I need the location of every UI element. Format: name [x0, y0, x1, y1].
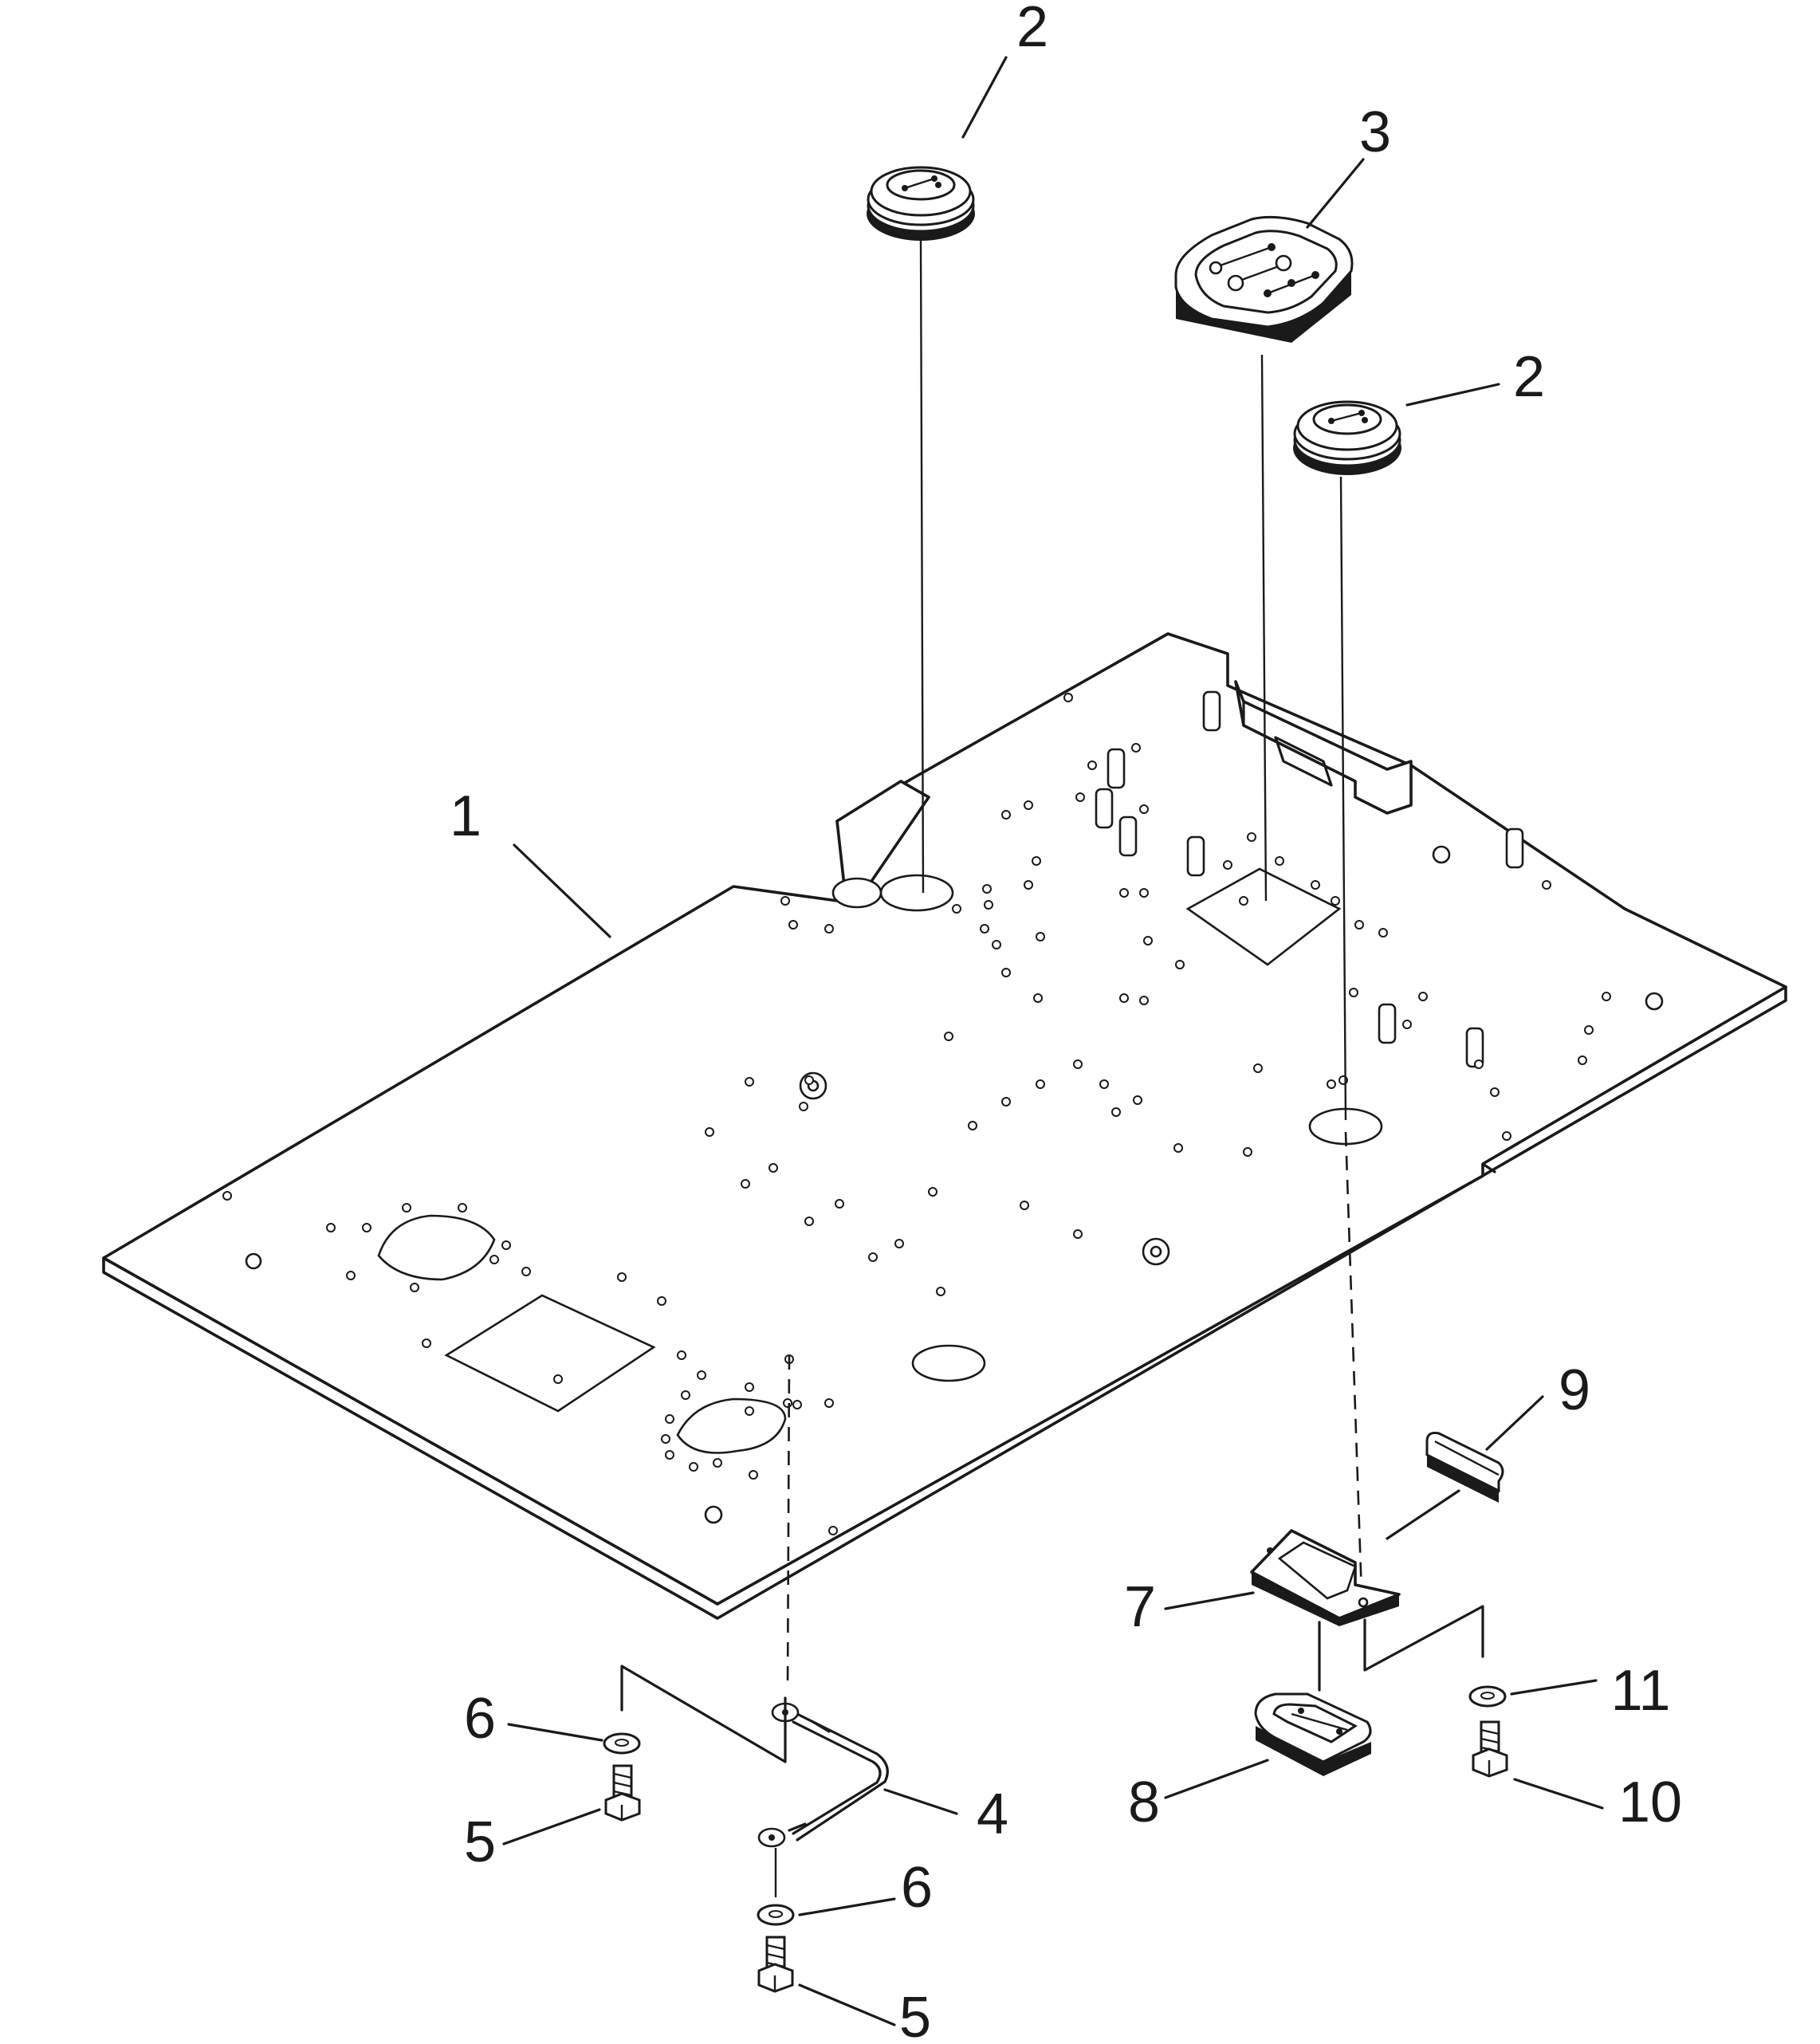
label-part-2-right: 2 [1513, 345, 1545, 409]
label-part-2-left: 2 [1016, 0, 1048, 59]
cover-plate-7 [1250, 1529, 1401, 1626]
label-part-5-lower: 5 [899, 1986, 931, 2044]
grommet-3 [1174, 215, 1354, 343]
label-part-10: 10 [1618, 1771, 1682, 1834]
leader-9-link [1386, 1489, 1460, 1540]
washer-6-upper [603, 1732, 641, 1755]
alignment-line-4 [786, 1354, 791, 1691]
ground-strap [757, 1702, 889, 1848]
plate-studs [1095, 690, 1524, 1068]
part-labels: 1 2 3 2 9 7 11 6 8 10 4 5 6 5 [450, 0, 1682, 2044]
label-part-9: 9 [1559, 1358, 1590, 1422]
washer-11 [1468, 1685, 1507, 1708]
label-part-3: 3 [1359, 100, 1391, 164]
grommet-2-right [1293, 400, 1401, 475]
label-part-7: 7 [1124, 1575, 1156, 1639]
bolt-10 [1472, 1720, 1508, 1778]
label-part-6-upper: 6 [464, 1687, 496, 1751]
washer-6-lower [757, 1904, 795, 1926]
seal-strip-9 [1425, 1432, 1504, 1503]
label-part-6-lower: 6 [901, 1856, 933, 1920]
label-part-4: 4 [977, 1783, 1008, 1846]
alignment-line-2-right [1339, 476, 1347, 1121]
grommet-2-left [867, 166, 975, 241]
bolt-5-lower [757, 1936, 794, 1993]
label-part-1: 1 [450, 784, 482, 848]
grommet-8 [1254, 1692, 1372, 1776]
plate-small-holes [222, 693, 1611, 1535]
leader-lines [502, 56, 1604, 2026]
bracket-line-right [1363, 1605, 1484, 1672]
floor-plate [102, 632, 1787, 1620]
alignment-line-2-left [919, 238, 925, 894]
label-part-8: 8 [1128, 1771, 1160, 1834]
label-part-11: 11 [1611, 1659, 1671, 1723]
alignment-line-3 [1260, 354, 1268, 902]
label-part-5-upper: 5 [464, 1810, 496, 1874]
bolt-5-upper [604, 1764, 641, 1822]
alignment-line-7 [1344, 1131, 1363, 1595]
bracket-line-left [620, 1665, 787, 1763]
